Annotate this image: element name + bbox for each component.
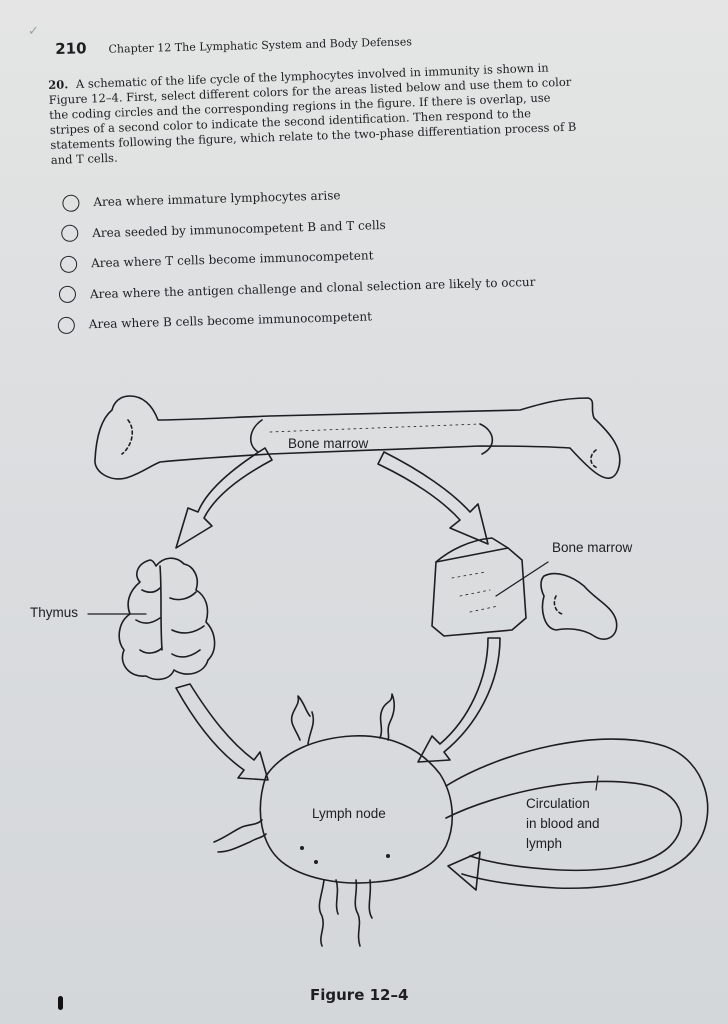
arrow-to-bone-marrow (377, 451, 489, 545)
long-bone (94, 395, 621, 480)
label-thymus: Thymus (30, 605, 78, 620)
arrow-thymus-to-node (175, 683, 269, 781)
arrow-to-thymus (175, 447, 273, 549)
label-lymph-node: Lymph node (312, 806, 386, 821)
arrow-marrow-to-node (417, 637, 501, 763)
label-bone-marrow-side: Bone marrow (552, 540, 633, 555)
label-circulation-line-3: lymph (526, 836, 562, 851)
label-circulation-line-2: in blood and (526, 816, 600, 831)
margin-mark (58, 996, 63, 1010)
lymph-node (213, 693, 454, 947)
thymus-organ (87, 557, 216, 681)
label-bone-marrow-top: Bone marrow (288, 436, 369, 451)
figure-caption: Figure 12–4 (310, 986, 409, 1004)
label-circulation-line-1: Circulation (526, 796, 590, 811)
bone-marrow-section (431, 537, 618, 640)
circulation-loop (445, 738, 709, 891)
pencil-mark: ✓ (28, 24, 39, 39)
